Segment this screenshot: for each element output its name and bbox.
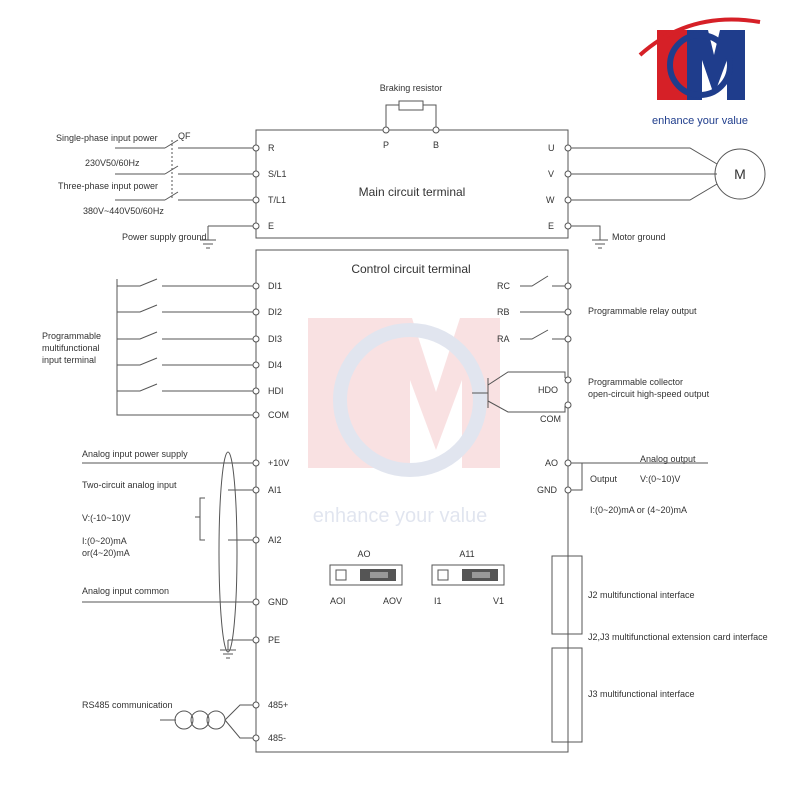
collector-label-1: Programmable collector <box>588 377 683 387</box>
terminal-gnd: GND <box>268 597 289 607</box>
analog-input-wiring <box>82 451 253 659</box>
braking-resistor <box>382 100 440 134</box>
terminal-p: P <box>383 140 389 150</box>
prog-input-label-1: Programmable <box>42 331 101 341</box>
qf-label: QF <box>178 131 191 141</box>
three-phase-label: Three-phase input power <box>58 181 158 191</box>
terminal-rc: RC <box>497 281 510 291</box>
terminal-e-left: E <box>268 221 274 231</box>
terminal-r: R <box>268 143 275 153</box>
terminal-com-out: COM <box>540 414 561 424</box>
terminal-ai1: AI1 <box>268 485 282 495</box>
watermark: enhance your value <box>308 318 500 527</box>
j2j3-label: J2,J3 multifunctional extension card int… <box>588 632 768 642</box>
i-range-label-2: or(4~20)mA <box>82 548 130 558</box>
relay-output-label: Programmable relay output <box>588 306 697 316</box>
three-phase-spec: 380V~440V50/60Hz <box>83 206 164 216</box>
terminal-485-minus: 485- <box>268 733 286 743</box>
terminal-di2: DI2 <box>268 307 282 317</box>
terminal-hdo: HDO <box>538 385 558 395</box>
analog-output-terms <box>564 459 708 494</box>
terminal-di3: DI3 <box>268 334 282 344</box>
analog-output-label: Analog output <box>640 454 696 464</box>
terminal-di4: DI4 <box>268 360 282 370</box>
terminal-485-plus: 485+ <box>268 700 288 710</box>
v-range-label: V:(-10~10)V <box>82 513 130 523</box>
terminal-u: U <box>548 143 555 153</box>
terminal-ao: AO <box>545 458 558 468</box>
collector-label-2: open-circuit high-speed output <box>588 389 710 399</box>
main-right-terminals <box>564 144 718 249</box>
logo: enhance your value <box>638 17 761 127</box>
terminal-rb: RB <box>497 307 510 317</box>
qf-breaker <box>164 139 179 201</box>
main-circuit-box <box>255 129 569 239</box>
single-phase-label: Single-phase input power <box>56 133 158 143</box>
motor-label: M <box>734 166 746 182</box>
terminal-ra: RA <box>497 334 510 344</box>
relay-output <box>520 275 572 343</box>
motor-symbol <box>714 148 766 200</box>
rs485-cable <box>160 704 253 739</box>
j3-label: J3 multifunctional interface <box>588 689 695 699</box>
terminal-com: COM <box>268 410 289 420</box>
logo-tagline: enhance your value <box>652 115 748 127</box>
ao-switch-title: AO <box>357 549 370 559</box>
terminal-10v: +10V <box>268 458 289 468</box>
ao-v-range: V:(0~10)V <box>640 474 680 484</box>
power-ground-symbol <box>200 226 216 249</box>
braking-resistor-label: Braking resistor <box>380 83 443 93</box>
j3-interface <box>551 647 583 743</box>
input-switches <box>116 278 253 416</box>
ao-switch-left: AOI <box>330 596 346 606</box>
terminal-ai2: AI2 <box>268 535 282 545</box>
ai-switch-title: A11 <box>459 549 474 559</box>
motor-ground-label: Motor ground <box>612 232 666 242</box>
output-label: Output <box>590 474 618 484</box>
main-left-terminals <box>178 144 260 230</box>
prog-input-label-3: input terminal <box>42 355 96 365</box>
terminal-gnd-out: GND <box>537 485 558 495</box>
control-circuit-box <box>255 249 569 753</box>
main-circuit-title: Main circuit terminal <box>359 185 466 199</box>
i-range-label-1: I:(0~20)mA <box>82 536 127 546</box>
hdo-transistor <box>472 371 572 413</box>
ao-dip-switch <box>329 564 403 586</box>
ai-switch-left: I1 <box>434 596 442 606</box>
terminal-di1: DI1 <box>268 281 282 291</box>
power-ground-label: Power supply ground <box>122 232 207 242</box>
terminal-pe: PE <box>268 635 280 645</box>
rs485-label: RS485 communication <box>82 700 173 710</box>
control-circuit-title: Control circuit terminal <box>351 262 470 276</box>
ai-dip-switch <box>431 564 505 586</box>
analog-common-label: Analog input common <box>82 586 169 596</box>
watermark-tagline: enhance your value <box>313 505 488 527</box>
terminal-hdi: HDI <box>268 386 284 396</box>
single-phase-spec: 230V50/60Hz <box>85 158 140 168</box>
ai-switch-right: V1 <box>493 596 504 606</box>
terminal-e-right: E <box>548 221 554 231</box>
j2-label: J2 multifunctional interface <box>588 590 695 600</box>
terminal-b: B <box>433 140 439 150</box>
ao-i-range: I:(0~20)mA or (4~20)mA <box>590 505 687 515</box>
two-circuit-label: Two-circuit analog input <box>82 480 177 490</box>
analog-power-label: Analog input power supply <box>82 449 188 459</box>
ao-switch-right: AOV <box>383 596 402 606</box>
terminal-s-l1: S/L1 <box>268 169 287 179</box>
terminal-w: W <box>546 195 555 205</box>
j2-interface <box>551 555 583 635</box>
prog-input-label-2: multifunctional <box>42 343 100 353</box>
terminal-t-l1: T/L1 <box>268 195 286 205</box>
terminal-v: V <box>548 169 554 179</box>
